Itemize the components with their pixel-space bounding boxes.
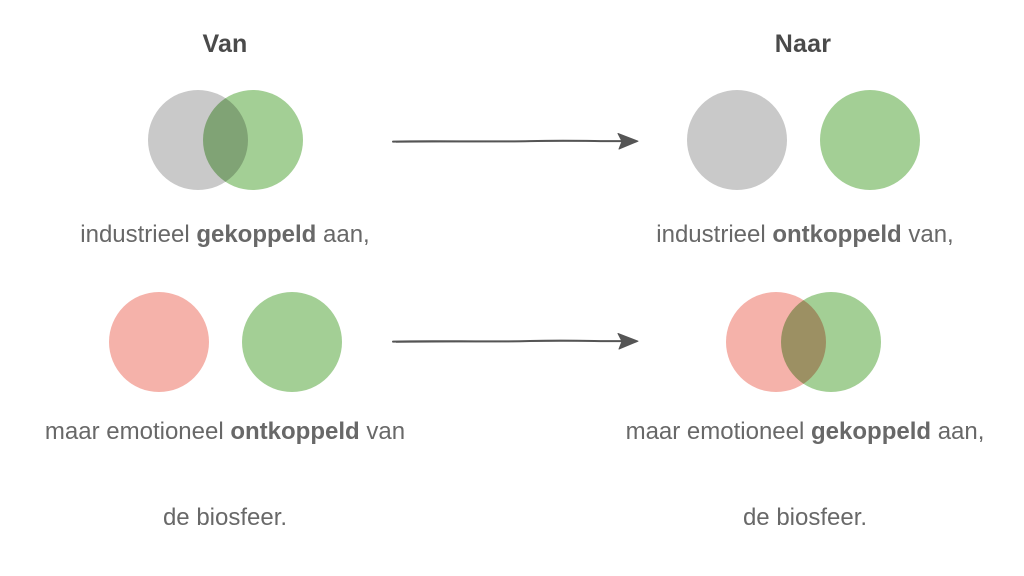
caption-text: aan, — [931, 418, 985, 445]
caption-emotional-right: maar emotioneel gekoppeld aan, — [570, 418, 1024, 446]
venn-emotional-decoupled — [0, 292, 450, 392]
pink-circle — [108, 292, 209, 392]
caption-biosphere-left: de biosfeer. — [162, 504, 288, 531]
caption-industrial-left: industrieel gekoppeld aan, — [0, 221, 460, 249]
column-header-naar: Naar — [774, 30, 832, 58]
caption-bold-text: gekoppeld — [196, 221, 317, 248]
right-arrow-icon — [390, 330, 640, 352]
caption-industrial-right: industrieel ontkoppeld van, — [570, 221, 1024, 249]
caption-bold-text: gekoppeld — [811, 418, 932, 445]
caption-text: van, — [901, 221, 954, 248]
gray-circle — [686, 90, 787, 190]
caption-text: industrieel — [656, 221, 773, 248]
caption-bold-text: ontkoppeld — [772, 221, 902, 248]
column-header-van: Van — [202, 30, 248, 58]
green-circle — [241, 292, 342, 392]
caption-biosphere-right: de biosfeer. — [742, 504, 868, 531]
caption-text: van — [359, 418, 406, 445]
caption-text: maar emotioneel — [625, 418, 812, 445]
caption-emotional-left: maar emotioneel ontkoppeld van — [0, 418, 460, 446]
caption-text: maar emotioneel — [44, 418, 231, 445]
green-circle — [819, 90, 920, 190]
venn-industrial-coupled — [0, 90, 450, 190]
caption-text: aan, — [316, 221, 370, 248]
green-circle — [202, 90, 303, 190]
caption-bold-text: ontkoppeld — [230, 418, 360, 445]
right-arrow-icon — [390, 130, 640, 152]
venn-emotional-coupled — [578, 292, 1024, 392]
venn-industrial-decoupled — [578, 90, 1024, 190]
green-circle — [780, 292, 881, 392]
caption-text: industrieel — [80, 221, 197, 248]
